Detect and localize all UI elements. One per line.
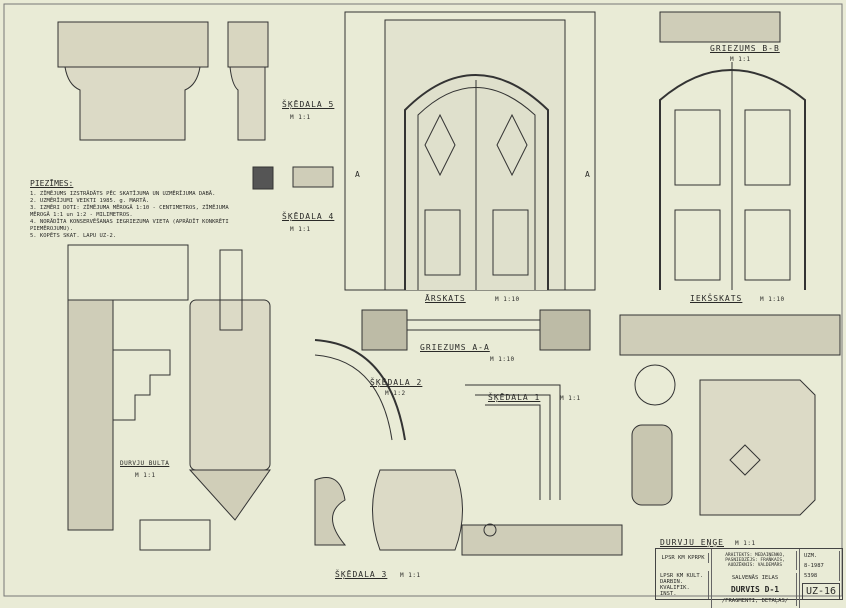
section-mark-a-left: A	[355, 170, 361, 179]
section-bb-label: GRIEZUMS B-B	[710, 44, 780, 53]
stage: UZM.	[802, 551, 840, 561]
section-bb-scale: M 1:1	[730, 56, 751, 63]
detail3-label: ŠĶĒDALA 3	[335, 570, 388, 579]
detail2-molding	[314, 339, 406, 441]
detail3-scale: M 1:1	[400, 572, 421, 579]
door-bolt	[139, 249, 271, 551]
note-item: 2. UZMĒRĪJUMI VEIKTI 1985. g. MARTĀ.	[30, 198, 150, 204]
detail4-label: ŠĶĒDALA 4	[282, 212, 335, 221]
section-mark-a-right: A	[585, 170, 591, 179]
drawing-number: 5398	[802, 571, 840, 581]
note-item: 3. IZMĒRI DOTI: ZĪMĒJUMA MĒROGĀ 1:10 - C…	[30, 205, 229, 218]
bolt-label: DURVJU BULTA	[120, 460, 170, 467]
door-hinge	[619, 314, 841, 516]
date: 8-1987	[802, 561, 840, 571]
notes-title: PIEZĪMES:	[30, 179, 74, 188]
section-aa	[361, 309, 591, 351]
detail1-label: ŠĶĒDALA 1	[488, 393, 541, 402]
drawing-subtitle: /FRAGMENTI, DETAĻAS/	[714, 596, 797, 606]
section-aa-scale: M 1:10	[490, 356, 515, 363]
wall-section	[67, 244, 189, 531]
sheet-border	[3, 3, 843, 597]
bolt-scale: M 1:1	[135, 472, 156, 479]
front-view-scale: M 1:10	[495, 296, 520, 303]
detail2-label: ŠĶĒDALA 2	[370, 378, 423, 387]
detail1-scale: M 1:1	[560, 395, 581, 402]
detail1-frame	[461, 384, 623, 556]
note-item: 5. KOPĒTS SKAT. LAPU UZ-2.	[30, 233, 117, 239]
authors: ARHITEKTS: MEDAIŅENKO, PASNIEDZĒJS: FRAN…	[714, 551, 797, 570]
note-item: 4. NORĀDĪTA KONSERVĒŠANAS IEGRIEZUMA VIE…	[30, 219, 229, 232]
detail5-scale: M 1:1	[290, 114, 311, 121]
front-view-label: ĀRSKATS	[425, 294, 466, 303]
sheet-number: UZ-16	[802, 583, 840, 600]
hinge-label: DURVJU EŅĢE	[660, 538, 724, 547]
org-name-2: LPSR KM KULT. DARBIN. KVALIFIK. INST.	[658, 571, 709, 599]
detail5-label: ŠĶĒDALA 5	[282, 100, 335, 109]
note-item: 1. ZĪMĒJUMS IZSTRĀDĀTS PĒC SKATĪJUMA UN …	[30, 191, 216, 197]
detail2-scale: M 1:2	[385, 390, 406, 397]
door-front-elevation	[344, 11, 596, 291]
title-block: LPSR KM KPRPK LPSR KM KULT. DARBIN. KVAL…	[655, 548, 843, 608]
section-aa-label: GRIEZUMS A-A	[420, 343, 490, 352]
capital-elevation	[57, 21, 269, 141]
org-name: LPSR KM KPRPK	[658, 553, 709, 563]
notes-block: PIEZĪMES: 1. ZĪMĒJUMS IZSTRĀDĀTS PĒC SKA…	[30, 180, 250, 240]
detail4-profile	[252, 166, 334, 190]
detail3-molding	[314, 469, 463, 551]
inside-view-label: IEKŠSKATS	[690, 294, 743, 303]
object-name: SALVENĀS IELAS	[714, 573, 797, 583]
inside-view-scale: M 1:10	[760, 296, 785, 303]
detail4-scale: M 1:1	[290, 226, 311, 233]
door-inside-elevation	[659, 11, 806, 290]
drawing-title: DURVIS D-1	[714, 583, 797, 596]
hinge-scale: M 1:1	[735, 540, 756, 547]
